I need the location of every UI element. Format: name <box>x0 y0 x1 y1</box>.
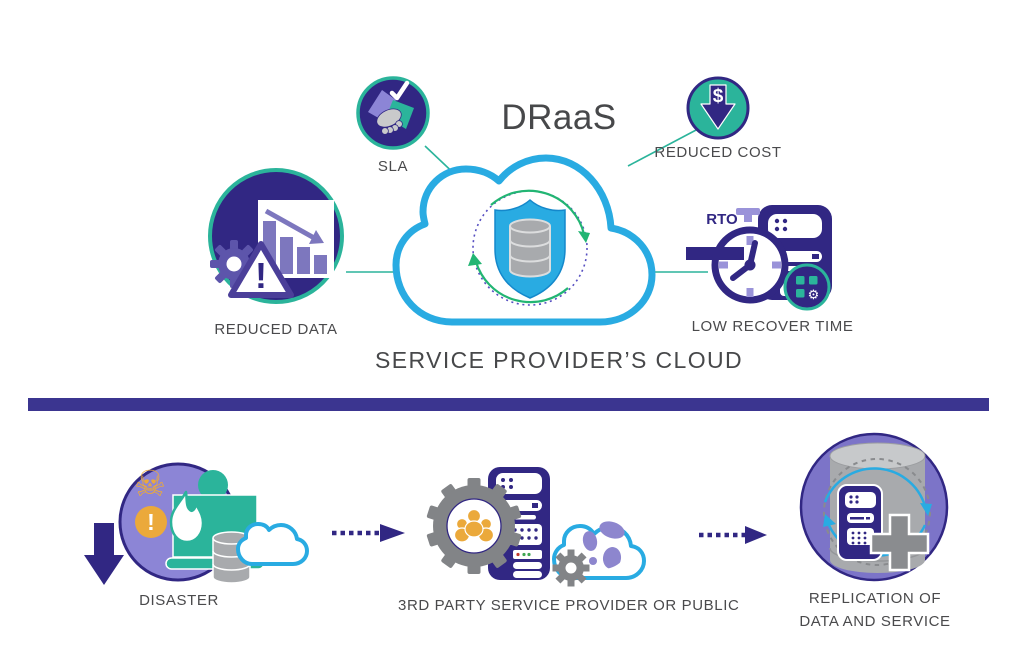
replication-label-line2: DATA AND SERVICE <box>799 613 951 630</box>
reduced-data-icon: ! <box>208 168 344 304</box>
rto-label: RTO <box>706 211 738 228</box>
small-gear-icon <box>552 549 590 587</box>
down-arrow-icon <box>700 84 736 130</box>
service-cloud-icon <box>392 154 656 326</box>
sla-label: SLA <box>377 158 409 175</box>
disaster-label: DISASTER <box>139 592 219 609</box>
flame-icon <box>169 490 205 544</box>
reduced-data-label: REDUCED DATA <box>214 321 338 338</box>
database-icon <box>509 218 551 278</box>
alert-glyph: ! <box>255 255 267 296</box>
gear-icon <box>210 240 258 288</box>
reduced-cost-label: REDUCED COST <box>654 144 782 161</box>
provider-label: 3RD PARTY SERVICE PROVIDER OR PUBLIC <box>398 597 740 614</box>
replication-label-line1: REPLICATION OF <box>808 590 942 607</box>
left-sleeve <box>368 90 396 120</box>
disaster-icon: ☠ ! <box>84 462 309 585</box>
apps-gear-badge: ⚙ <box>783 263 831 311</box>
people-icon <box>453 508 495 543</box>
flow-arrow-2 <box>699 526 767 544</box>
section-divider <box>28 398 989 411</box>
gear-glyph: ⚙ <box>808 287 820 302</box>
diagram-title: DRaaS <box>501 98 617 137</box>
third-party-provider-icon <box>426 467 646 587</box>
person-icon <box>198 470 228 500</box>
dashed-circle <box>823 458 931 566</box>
plus-icon <box>869 513 930 572</box>
reduced-cost-icon: $ <box>686 76 750 140</box>
trend-arrowhead <box>309 230 324 244</box>
down-block-arrow-icon <box>84 523 124 585</box>
hands <box>376 108 403 135</box>
cloud-icon <box>236 522 309 566</box>
alert-glyph: ! <box>147 509 155 535</box>
sla-handshake-icon <box>356 76 430 150</box>
alert-circle-icon <box>135 506 167 538</box>
dollar-glyph: $ <box>713 86 724 107</box>
stopwatch-crown <box>736 208 760 215</box>
cloud-caption: SERVICE PROVIDER’S CLOUD <box>375 347 744 373</box>
replication-icon <box>799 432 949 582</box>
people-gear-icon <box>426 478 522 574</box>
dotted-circle <box>472 190 588 306</box>
skull-icon: ☠ <box>134 463 166 504</box>
low-recover-time-icon: RTO ⚙ <box>686 205 832 311</box>
low-recover-time-label: LOW RECOVER TIME <box>691 318 854 335</box>
clock-icon <box>711 226 789 304</box>
reduced-cost-connector-line <box>627 128 699 167</box>
globe-icon <box>582 521 625 569</box>
flow-arrow-1 <box>332 524 405 542</box>
sync-arrows-icon <box>468 189 590 304</box>
warning-triangle-icon <box>228 241 294 298</box>
check-icon <box>389 80 410 101</box>
rto-bar <box>686 247 744 260</box>
